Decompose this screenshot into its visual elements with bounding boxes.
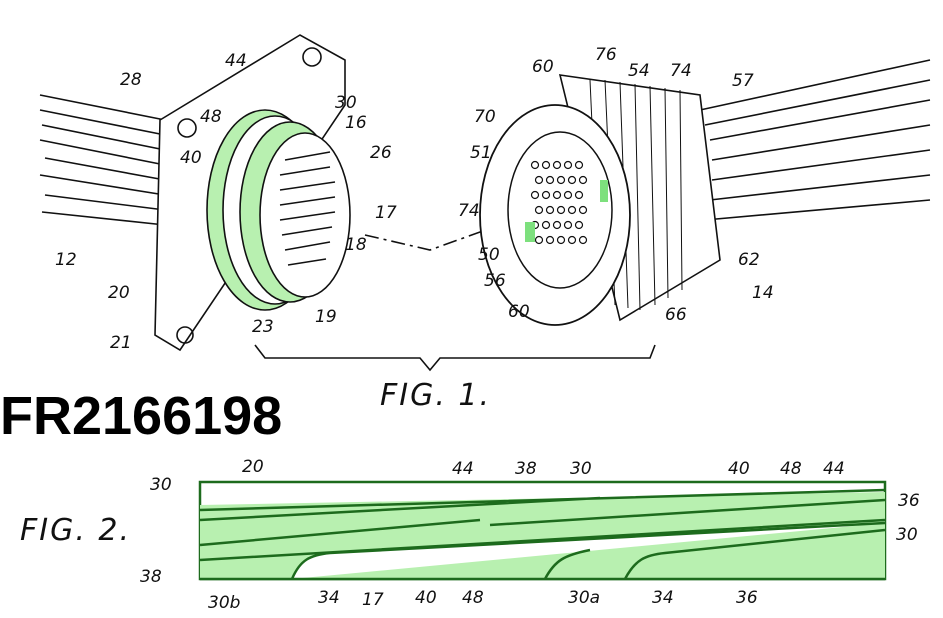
fig2-ref-label: 38 <box>140 567 162 587</box>
fig2-ref-label: 30 <box>896 525 918 545</box>
fig1-ref-label: 23 <box>252 317 274 337</box>
fig1-ref-label: 76 <box>595 45 617 65</box>
fig2-ref-label: 44 <box>452 459 474 479</box>
fig2-ref-label: 40 <box>415 588 437 608</box>
fig2-ref-label: 40 <box>728 459 750 479</box>
fig2-ref-label: 30b <box>208 593 240 613</box>
fig2-section <box>200 482 885 579</box>
fig2-ref-label: 48 <box>780 459 802 479</box>
fig1-ref-label: 44 <box>225 51 247 71</box>
wire-bundle-left <box>40 95 165 225</box>
fig1-ref-label: 66 <box>665 305 687 325</box>
fig2-ref-label: 30a <box>568 588 600 608</box>
fig1-ref-label: 54 <box>628 61 650 81</box>
fig1-ref-label: 18 <box>345 235 367 255</box>
fig1-ref-label: 62 <box>738 250 760 270</box>
fig1-ref-label: 21 <box>110 333 132 353</box>
fig1-ref-label: 57 <box>732 71 754 91</box>
fig1-ref-label: 30 <box>335 93 357 113</box>
fig1-ref-label: 74 <box>670 61 692 81</box>
fig2-ref-label: 36 <box>736 588 758 608</box>
fig2-ref-label: 20 <box>242 457 264 477</box>
fig1-ref-label: 20 <box>108 283 130 303</box>
fig1-ref-label: 28 <box>120 70 142 90</box>
fig2-ref-label: 48 <box>462 588 484 608</box>
fig1-ref-label: 60 <box>532 57 554 77</box>
fig2-ref-label: 36 <box>898 491 920 511</box>
socket-insert-face <box>508 132 612 288</box>
fig1-ref-label: 48 <box>200 107 222 127</box>
fig2-ref-label: 30 <box>150 475 172 495</box>
fig1-ref-label: 74 <box>458 201 480 221</box>
fig1-ref-label: 40 <box>180 148 202 168</box>
fig1-receptacle-connector <box>40 35 350 350</box>
fig1-ref-label: 56 <box>484 271 506 291</box>
fig2-ref-label: 34 <box>318 588 340 608</box>
fig1-ref-label: 60 <box>508 302 530 322</box>
fig2-ref-label: 34 <box>652 588 674 608</box>
fig2-ref-label: 44 <box>823 459 845 479</box>
fig2-ref-label: 38 <box>515 459 537 479</box>
fig1-ref-label: 51 <box>470 143 492 163</box>
fig2-ref-label: 30 <box>570 459 592 479</box>
fig1-ref-label: 16 <box>345 113 367 133</box>
fig1-ref-label: 14 <box>752 283 774 303</box>
fig1-ref-label: 17 <box>375 203 397 223</box>
pin-insert-face <box>260 133 350 297</box>
fig1-ref-label: 12 <box>55 250 77 270</box>
patent-number: FR2166198 <box>0 386 282 446</box>
fig2-ref-label: 17 <box>362 590 384 610</box>
fig1-plug-connector <box>480 60 930 325</box>
fig1-ref-label: 70 <box>474 107 496 127</box>
fig1-ref-label: 26 <box>370 143 392 163</box>
fig1-ref-label: 19 <box>315 307 337 327</box>
fig1-bracket <box>255 345 655 370</box>
fig1-title: FIG. 1. <box>380 378 491 413</box>
fig1-ref-label: 50 <box>478 245 500 265</box>
fig2-title: FIG. 2. <box>20 513 131 548</box>
